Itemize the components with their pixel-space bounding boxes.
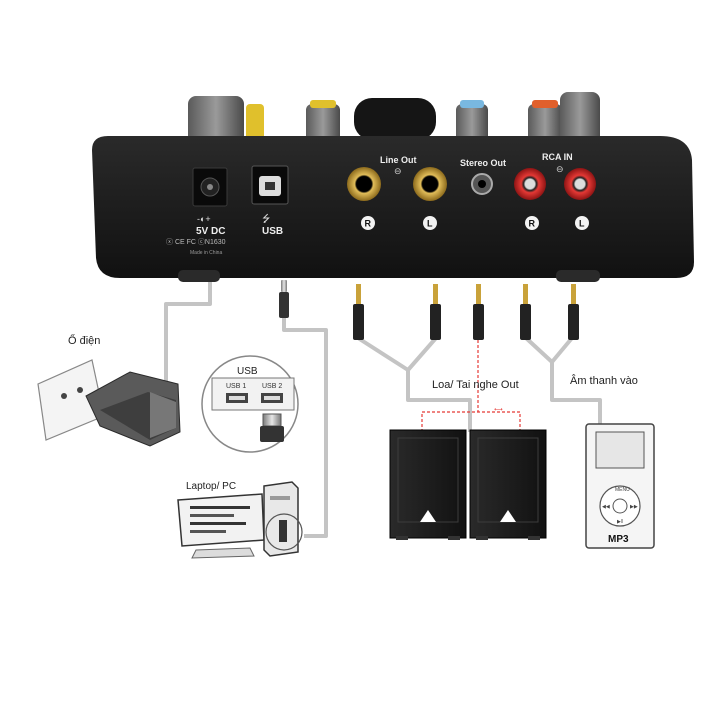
jack-plug-4 <box>520 284 531 340</box>
knob-3 <box>456 104 488 146</box>
monitor <box>177 493 265 547</box>
audio-interface: -◐+ 5V DC ⭍ USB ⓧ CE FC ⓒN1630 Made in C… <box>92 92 694 282</box>
outlet-label: Ổ điện <box>68 334 100 347</box>
usb-connection-highlight <box>265 513 303 551</box>
computer-label: Laptop/ PC <box>186 481 236 492</box>
svg-text:⟷: ⟷ <box>494 407 503 413</box>
mp3-player: Âm thanh vào MENU ◀◀ ▶▶ ▶‖ MP3 <box>570 374 655 549</box>
speaker-link-cables <box>421 340 521 432</box>
knob-1 <box>188 96 244 146</box>
svg-text:⊖: ⊖ <box>394 166 402 176</box>
made-in-label: Made in China <box>190 250 222 256</box>
jack-plug-2 <box>430 284 441 340</box>
usb-2-label: USB 2 <box>262 383 282 390</box>
power-symbol: -◐+ <box>197 214 211 224</box>
knob-4 <box>528 104 562 146</box>
usb-inset-title: USB <box>237 366 258 377</box>
rca-in-jack-l <box>564 168 596 200</box>
mp3-screen <box>595 431 645 469</box>
line-out-r-label: R <box>365 219 372 229</box>
line-out-l-label: L <box>427 219 433 229</box>
knob-2 <box>306 104 340 146</box>
cables <box>164 282 602 538</box>
svg-text:▶▶: ▶▶ <box>630 504 638 510</box>
line-out-label: Line Out <box>380 155 417 165</box>
plugs <box>279 280 579 340</box>
usb-1-label: USB 1 <box>226 383 246 390</box>
knob-5 <box>560 92 600 146</box>
rca-in-jack-r <box>514 168 546 200</box>
device-body <box>92 136 694 278</box>
svg-text:MENU: MENU <box>615 487 630 493</box>
power-outlet: Ổ điện <box>37 334 181 447</box>
speakers: Loa/ Tai nghe Out <box>389 379 547 540</box>
line-out-jack-r <box>347 167 381 201</box>
usb-a-plug <box>262 413 282 427</box>
usb-symbol: ⭍ <box>262 213 270 225</box>
speakers-label: Loa/ Tai nghe Out <box>432 379 519 391</box>
svg-text:◀◀: ◀◀ <box>602 504 610 510</box>
line-out-jack-l <box>413 167 447 201</box>
svg-text:▶‖: ▶‖ <box>617 519 623 525</box>
rca-in-r-label: R <box>529 219 536 229</box>
knob-main <box>354 98 436 140</box>
usb-label: USB <box>262 226 283 237</box>
jack-plug-3 <box>473 284 484 340</box>
stereo-out-label: Stereo Out <box>460 158 506 168</box>
knob-row <box>188 92 600 146</box>
usb-inset: USB USB 1 USB 2 <box>201 355 299 453</box>
mp3-brand: MP3 <box>608 534 629 545</box>
computer: Laptop/ PC <box>177 481 303 559</box>
line-out-cable <box>356 336 472 432</box>
power-label: 5V DC <box>196 226 225 237</box>
rca-in-l-label: L <box>579 219 585 229</box>
usb-cable <box>282 318 328 538</box>
jack-plug-5 <box>568 284 579 340</box>
rca-in-label: RCA IN <box>542 152 573 162</box>
certification-marks: ⓧ CE FC ⓒN1630 <box>166 238 226 246</box>
jack-plug-1 <box>353 284 364 340</box>
power-cable <box>164 282 212 418</box>
rca-cable <box>524 336 602 426</box>
pc-tower <box>263 481 299 557</box>
svg-text:⊖: ⊖ <box>556 164 564 174</box>
mp3-input-label: Âm thanh vào <box>570 374 638 387</box>
